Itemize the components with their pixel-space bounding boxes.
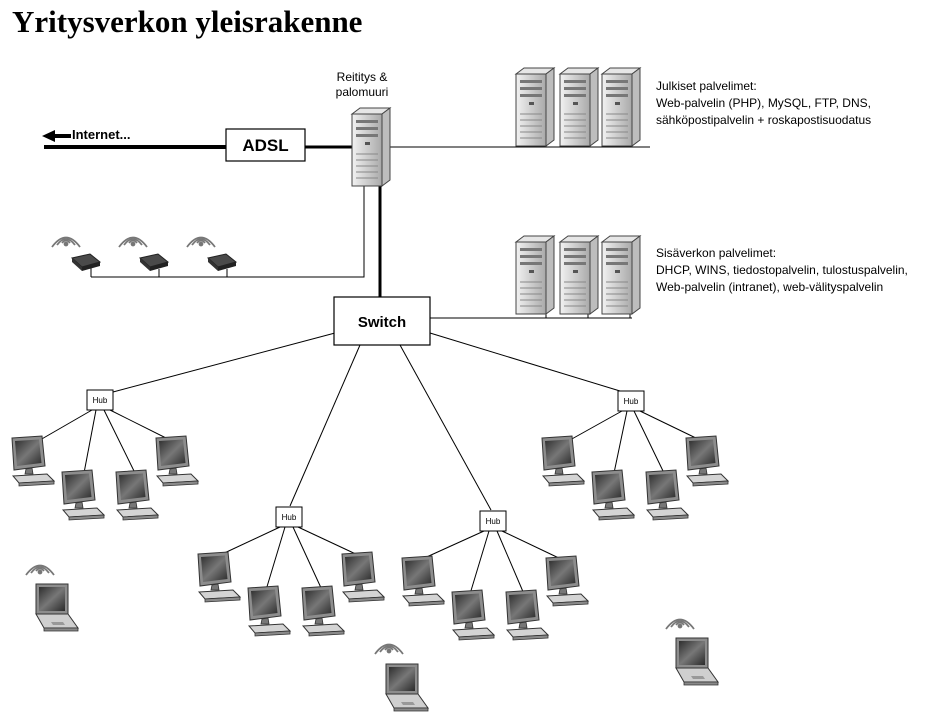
switch-hub2-link <box>289 344 361 507</box>
public-servers-label: Julkiset palvelimet: Web-palvelin (PHP),… <box>656 79 871 127</box>
computer <box>341 551 385 603</box>
switch-hub3-link <box>399 344 492 511</box>
access-point-1 <box>51 236 101 272</box>
svg-text:Web-palvelin (PHP), MySQL, FTP: Web-palvelin (PHP), MySQL, FTP, DNS, <box>656 96 871 110</box>
hub-4: Hub <box>617 390 645 412</box>
wireless-laptop-1 <box>25 564 79 632</box>
public-server-2 <box>559 67 599 147</box>
svg-text:DHCP, WINS, tiedostopalvelin,: DHCP, WINS, tiedostopalvelin, tulostuspa… <box>656 263 908 277</box>
svg-text:Hub: Hub <box>486 517 501 526</box>
computer <box>545 555 589 607</box>
computer <box>115 469 159 521</box>
internet-link: Internet... <box>42 127 226 149</box>
computer <box>401 555 445 607</box>
svg-text:Julkiset palvelimet:: Julkiset palvelimet: <box>656 79 757 93</box>
computer <box>61 469 105 521</box>
svg-text:Hub: Hub <box>624 397 639 406</box>
page-title: Yritysverkon yleisrakenne <box>12 4 363 39</box>
hub-3: Hub <box>479 510 507 532</box>
computer <box>11 435 55 487</box>
hub-2-cables <box>217 526 361 591</box>
hub-3-cables <box>419 530 564 595</box>
computer <box>591 469 635 521</box>
access-point-2 <box>118 236 169 272</box>
firewall-server <box>351 107 391 187</box>
internal-server-2 <box>559 235 599 315</box>
svg-text:Hub: Hub <box>93 396 108 405</box>
svg-text:Sisäverkon palvelimet:: Sisäverkon palvelimet: <box>656 246 776 260</box>
hub-2: Hub <box>275 506 303 528</box>
computer <box>301 585 345 637</box>
hub-1: Hub <box>86 389 114 411</box>
internet-label: Internet... <box>72 127 131 142</box>
computer <box>541 435 585 487</box>
switch-hub1-link <box>112 332 336 393</box>
svg-text:sähköpostipalvelin + roskapost: sähköpostipalvelin + roskapostisuodatus <box>656 113 871 127</box>
hub-4-cables <box>569 410 701 474</box>
computer <box>247 585 291 637</box>
svg-text:Hub: Hub <box>282 513 297 522</box>
internal-server-3 <box>601 235 641 315</box>
network-switch: Switch <box>333 296 431 346</box>
switch-label: Switch <box>358 314 406 331</box>
wireless-laptop-2 <box>374 643 429 712</box>
public-server-3 <box>601 67 641 147</box>
hub-1-cables <box>39 409 171 474</box>
firewall-label-line2: palomuuri <box>336 85 389 99</box>
public-server-1 <box>515 67 555 147</box>
svg-text:Web-palvelin (intranet), web-v: Web-palvelin (intranet), web-välityspalv… <box>656 280 883 294</box>
computer <box>451 589 495 641</box>
wireless-laptop-3 <box>665 618 719 686</box>
computer <box>685 435 729 487</box>
computer <box>645 469 689 521</box>
access-point-link <box>91 183 365 278</box>
access-point-3 <box>186 236 237 272</box>
internal-servers-label: Sisäverkon palvelimet: DHCP, WINS, tiedo… <box>656 246 908 294</box>
switch-hub4-link <box>429 332 621 392</box>
computer <box>197 551 241 603</box>
adsl-modem: ADSL <box>225 128 306 162</box>
internal-server-1 <box>515 235 555 315</box>
computer <box>505 589 549 641</box>
firewall-label-line1: Reititys & <box>337 70 388 84</box>
adsl-label: ADSL <box>242 136 288 155</box>
computer <box>155 435 199 487</box>
